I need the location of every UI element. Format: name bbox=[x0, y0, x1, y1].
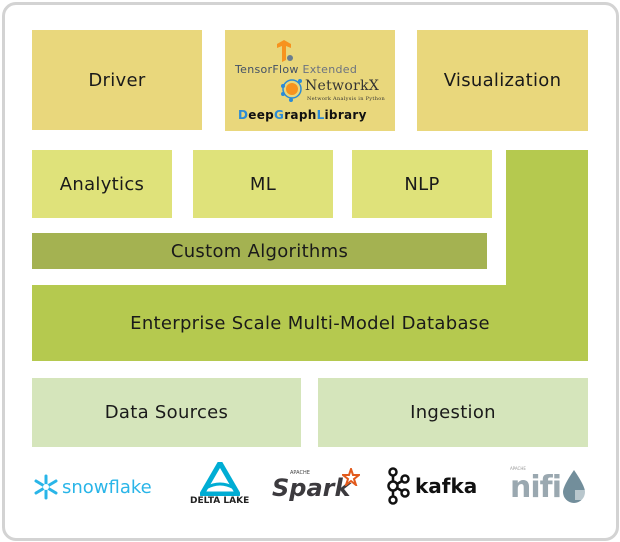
analytics-layer: Analytics bbox=[32, 150, 172, 218]
spark-star-icon bbox=[342, 468, 361, 486]
delta-lake-icon bbox=[199, 462, 240, 496]
data-sources-label: Data Sources bbox=[104, 402, 229, 423]
nlp-label: NLP bbox=[404, 173, 440, 195]
ml-layer: ML bbox=[193, 150, 333, 218]
visualization-label: Visualization bbox=[443, 70, 562, 91]
custom-algorithms-label: Custom Algorithms bbox=[170, 240, 349, 262]
visualization-layer: Visualization bbox=[417, 30, 588, 131]
nlp-layer: NLP bbox=[352, 150, 492, 218]
ml-libraries-layer: TensorFlow Extended NetworkX Network Ana… bbox=[225, 30, 395, 131]
networkx-icon bbox=[281, 79, 302, 102]
database-layer: Enterprise Scale Multi-Model Database bbox=[32, 285, 588, 361]
ingestion-label: Ingestion bbox=[410, 402, 496, 423]
custom-algorithms-layer: Custom Algorithms bbox=[32, 233, 487, 269]
driver-label: Driver bbox=[88, 69, 146, 91]
dgl-logo: DeepGraphLibrary bbox=[238, 108, 367, 122]
networkx-subtitle: Network Analysis in Python bbox=[307, 96, 386, 102]
nifi-logo: APACHE nifi bbox=[510, 466, 587, 505]
snowflake-logo: snowflake bbox=[32, 474, 152, 500]
tensorflow-icon bbox=[277, 40, 293, 62]
networkx-logo: NetworkX bbox=[305, 78, 380, 94]
tfx-logo: TensorFlow Extended bbox=[235, 63, 358, 76]
database-vertical-extension bbox=[506, 150, 588, 286]
ml-label: ML bbox=[249, 173, 277, 195]
ingestion-layer: Ingestion bbox=[318, 378, 588, 447]
data-sources-layer: Data Sources bbox=[32, 378, 301, 447]
kafka-icon bbox=[387, 467, 410, 505]
kafka-logo: kafka bbox=[385, 467, 477, 505]
snowflake-icon bbox=[34, 474, 58, 500]
spark-logo: APACHE Spark bbox=[272, 468, 361, 502]
delta-lake-logo: DELTA LAKE bbox=[190, 462, 249, 506]
nifi-drop-icon bbox=[562, 469, 585, 503]
analytics-label: Analytics bbox=[59, 173, 145, 195]
database-label: Enterprise Scale Multi-Model Database bbox=[130, 312, 490, 334]
driver-layer: Driver bbox=[32, 30, 202, 130]
